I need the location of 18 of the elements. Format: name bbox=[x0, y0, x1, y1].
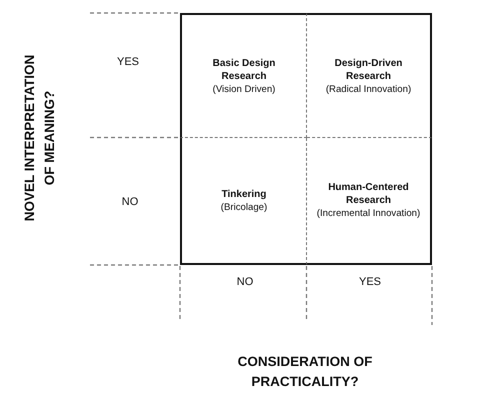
matrix-quadrant bbox=[307, 13, 432, 138]
quadrant-subtitle: (Radical Innovation) bbox=[326, 82, 412, 96]
quadrant-subtitle: (Incremental Innovation) bbox=[316, 207, 420, 220]
axis-value-label: NO bbox=[120, 195, 140, 209]
axis-value-label: YES bbox=[358, 275, 382, 289]
quadrant-subtitle: (Vision Driven) bbox=[212, 82, 276, 96]
axis-value-label: YES bbox=[116, 55, 140, 69]
matrix-quadrant bbox=[180, 138, 307, 265]
quadrant-title: Design-Driven Research bbox=[334, 56, 404, 82]
matrix-quadrant bbox=[307, 138, 432, 265]
quadrant-subtitle: (Bricolage) bbox=[220, 200, 268, 214]
axis-value-label: NO bbox=[236, 275, 254, 289]
quadrant-title: Basic Design Research bbox=[212, 56, 276, 82]
quadrant-title: Human-Centered Research bbox=[327, 181, 410, 207]
axis-title: NOVEL INTERPRETATION OF MEANING? bbox=[21, 54, 58, 224]
quadrant-title: Tinkering bbox=[222, 188, 266, 200]
axis-title: CONSIDERATION OF PRACTICALITY? bbox=[236, 353, 374, 391]
matrix-quadrant bbox=[180, 13, 307, 138]
